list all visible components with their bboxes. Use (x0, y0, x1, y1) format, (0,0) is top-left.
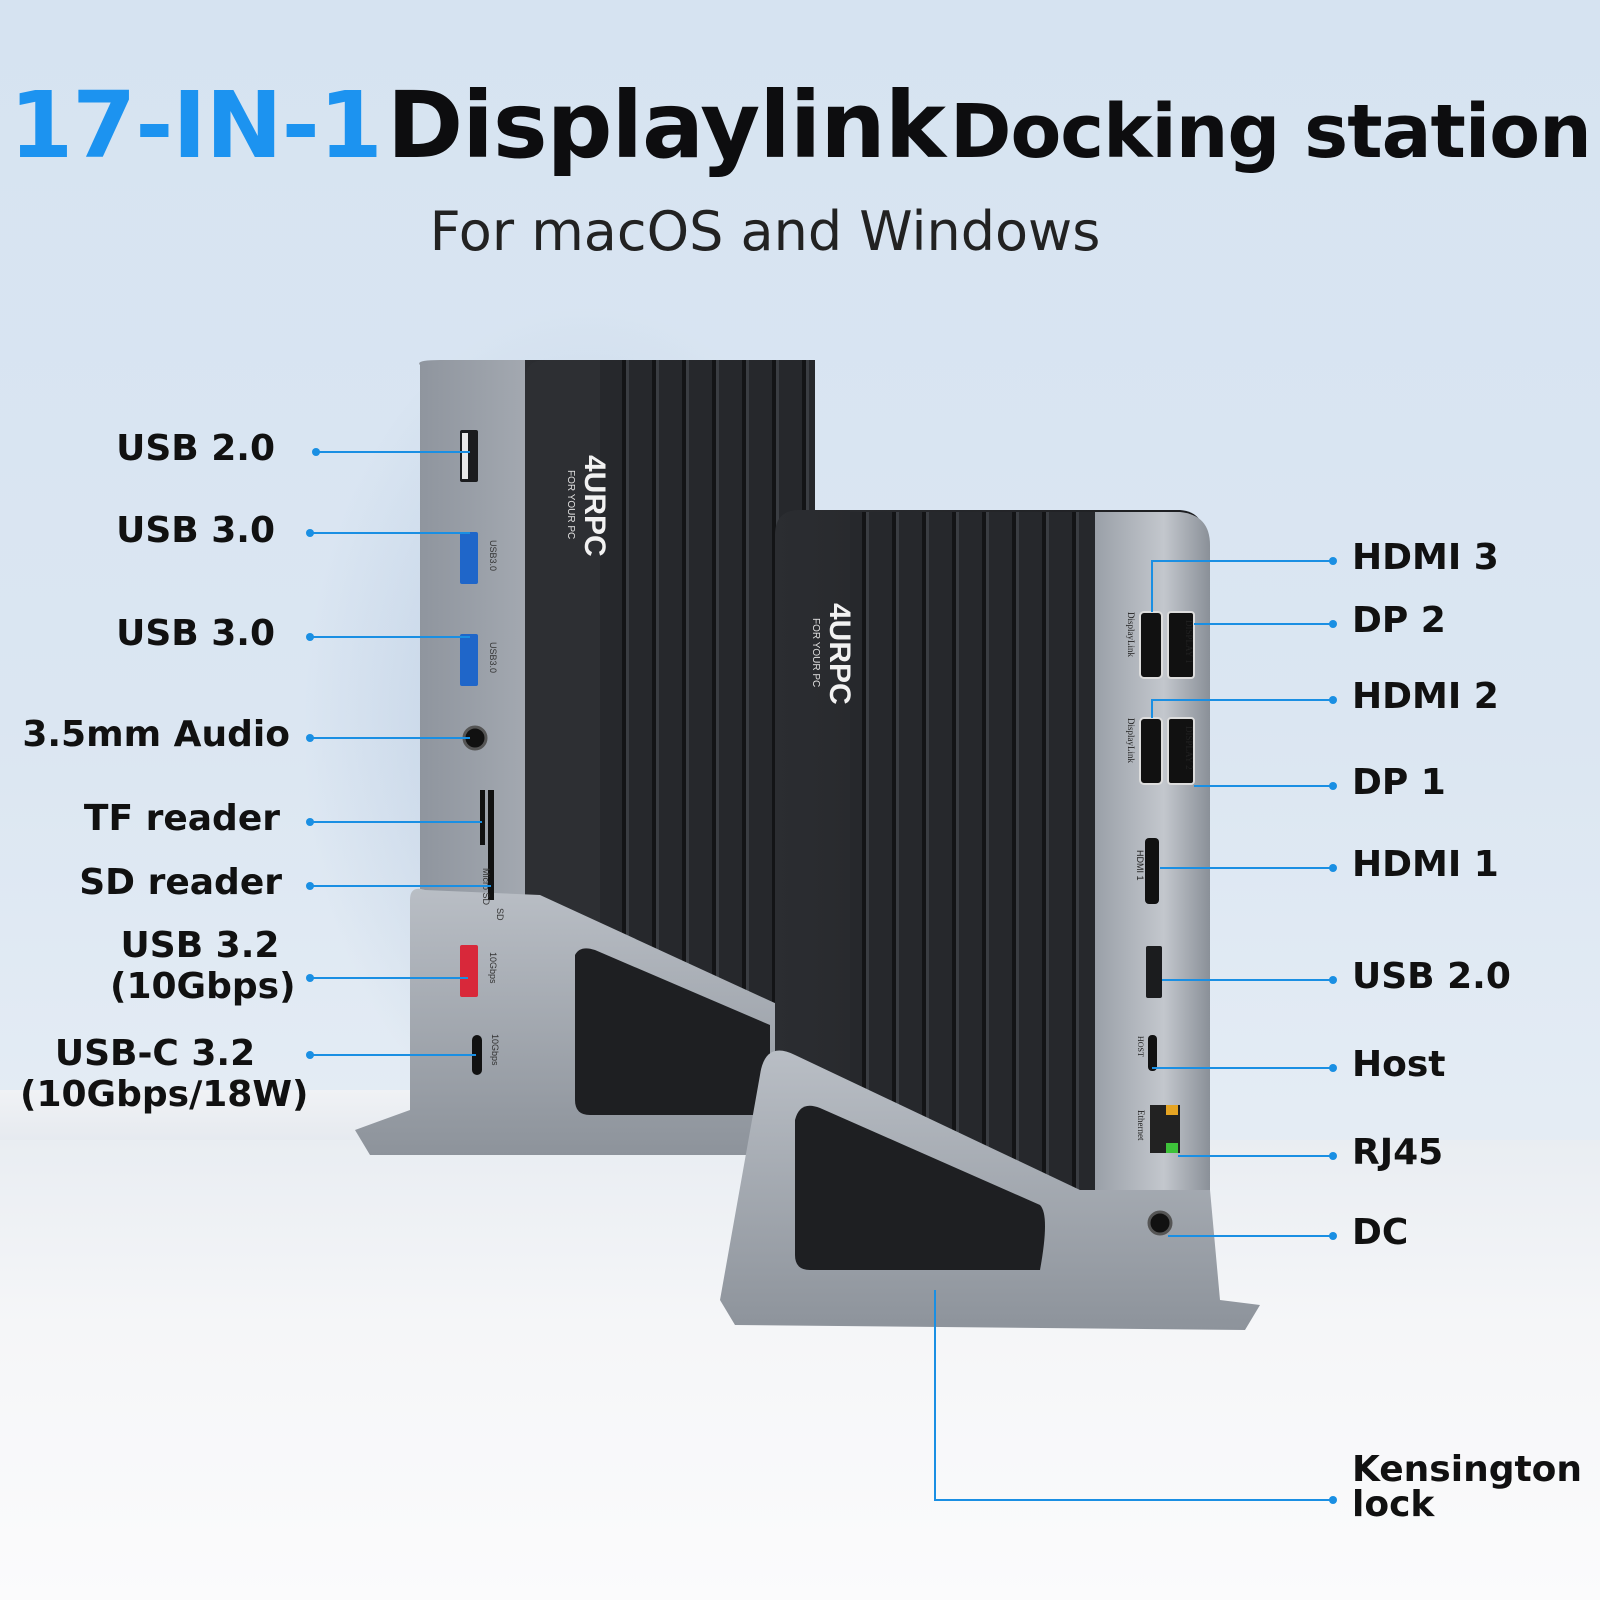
label-dc: DC (1352, 1212, 1409, 1253)
usb30-port-2 (460, 634, 478, 686)
dp1-port (1167, 717, 1195, 785)
usb30-print-2: USB3.0 (488, 642, 498, 673)
label-hdmi3: HDMI 3 (1352, 537, 1499, 578)
label-hdmi2: HDMI 2 (1352, 676, 1499, 717)
gbps-print-1: 10Gbps (488, 952, 498, 984)
label-dp1: DP 1 (1352, 762, 1446, 803)
display2-print: DISPLAY 2 (1184, 726, 1194, 770)
displaylink-print-1: DisplayLink (1126, 612, 1136, 657)
headline-count: 17-IN-1 (9, 72, 383, 179)
label-usb30-2: USB 3.0 (116, 613, 275, 654)
headline: 17-IN-1 Displaylink Docking station (0, 72, 1600, 179)
left-logo-tagline: FOR YOUR PC (565, 470, 576, 539)
dp2-port (1167, 611, 1195, 679)
usb20-port-right (1146, 946, 1162, 998)
ethernet-print: Ethernet (1136, 1110, 1146, 1141)
label-audio: 3.5mm Audio (22, 714, 290, 755)
left-leader-dots (306, 448, 320, 1059)
label-rj45: RJ45 (1352, 1132, 1444, 1173)
label-tf-reader: TF reader (83, 798, 280, 839)
right-dock: 4URPC FOR YOUR PC DISPLAY 1 DISPLAY 2 Di… (720, 510, 1260, 1330)
sd-print: SD (495, 908, 505, 921)
left-leader-lines (310, 451, 491, 1056)
hdmi3-port (1139, 611, 1163, 679)
display1-print: DISPLAY 1 (1184, 620, 1194, 664)
label-dp2: DP 2 (1352, 600, 1446, 641)
usbc-port (472, 1035, 482, 1075)
hdmi1-print: HDMI 1 (1135, 850, 1145, 881)
label-usb30-1: USB 3.0 (116, 510, 275, 551)
label-usb20-left: USB 2.0 (116, 428, 275, 469)
right-leader-lines (934, 560, 1333, 1501)
host-usbc-port (1148, 1035, 1157, 1071)
label-host: Host (1352, 1044, 1446, 1085)
usb30-print-1: USB3.0 (488, 540, 498, 571)
rj45-led-green (1166, 1143, 1178, 1153)
rj45-led-amber (1166, 1105, 1178, 1115)
label-usb32: USB 3.2 (10Gbps) (110, 925, 296, 1008)
left-stand-cutout (575, 948, 770, 1115)
right-logo-tagline: FOR YOUR PC (810, 618, 821, 687)
subtitle: For macOS and Windows (429, 200, 1101, 263)
left-dock: 4URPC FOR YOUR PC USB3.0 USB3.0 Micro SD… (355, 360, 815, 1155)
sd-slot (488, 790, 494, 900)
label-hdmi1: HDMI 1 (1352, 844, 1499, 885)
hdmi2-port (1139, 717, 1163, 785)
displaylink-print-2: DisplayLink (1126, 718, 1136, 763)
usb32-port (460, 945, 478, 997)
usb20-port-tongue (462, 433, 468, 479)
usb30-port-1 (460, 532, 478, 584)
headline-docking-station: Docking station (950, 89, 1592, 175)
label-sd-reader: SD reader (79, 862, 282, 903)
label-usbc32: USB-C 3.2 (10Gbps/18W) (20, 1033, 309, 1116)
headline-displaylink: Displaylink (386, 72, 946, 179)
host-print: HOST (1136, 1036, 1145, 1057)
label-usb20-right: USB 2.0 (1352, 956, 1511, 997)
gbps-print-2: 10Gbps (490, 1034, 500, 1066)
label-kensington-lock: Kensington lock (1352, 1449, 1583, 1526)
right-stand-cutout (795, 1105, 1045, 1270)
right-logo: 4URPC (823, 603, 856, 705)
left-logo: 4URPC (578, 455, 611, 557)
right-leader-dots (1329, 557, 1337, 1504)
dc-jack (1147, 1210, 1173, 1236)
hdmi1-port (1145, 838, 1159, 904)
tf-slot (480, 790, 485, 845)
